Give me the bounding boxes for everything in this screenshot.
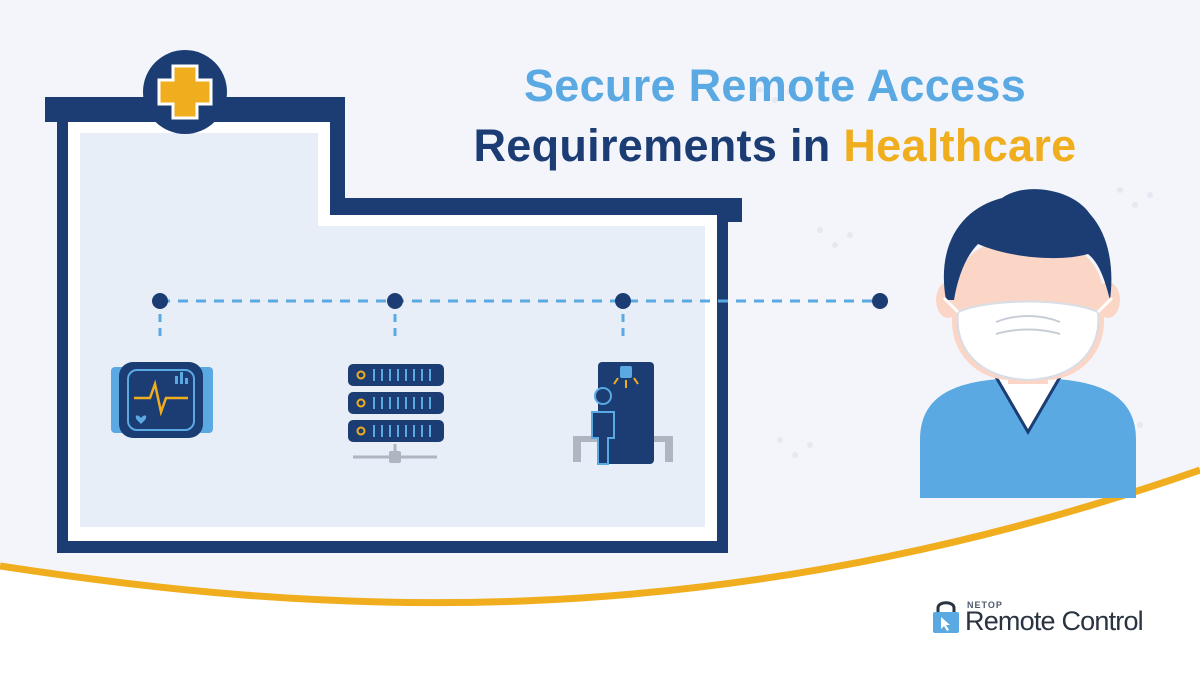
lock-icon	[933, 601, 959, 633]
hospital-cross-icon	[143, 50, 227, 134]
network-node	[387, 293, 403, 309]
heart-monitor-icon	[111, 362, 213, 438]
connection-network	[152, 293, 888, 342]
network-node	[152, 293, 168, 309]
headline-accent: Healthcare	[843, 120, 1077, 171]
network-node	[872, 293, 888, 309]
bottom-wave	[0, 470, 1200, 675]
brand-product-name: Remote Control	[965, 606, 1144, 636]
server-rack-icon	[348, 364, 444, 463]
doctor-with-mask-icon	[920, 189, 1136, 498]
network-node	[615, 293, 631, 309]
bottom-wave-stroke	[0, 466, 1200, 607]
headline-line-1: Secure Remote Access	[523, 60, 1027, 111]
brand-logo: NETOP Remote Control	[931, 598, 1171, 638]
headline: Secure Remote Access Requirements in Hea…	[380, 56, 1170, 176]
mri-scanner-icon	[573, 362, 673, 465]
hospital-building	[45, 97, 742, 553]
headline-line-2-prefix: Requirements in	[473, 120, 844, 171]
brand-small-label: NETOP	[967, 600, 1003, 610]
headline-line-2: Requirements in Healthcare	[380, 116, 1170, 176]
